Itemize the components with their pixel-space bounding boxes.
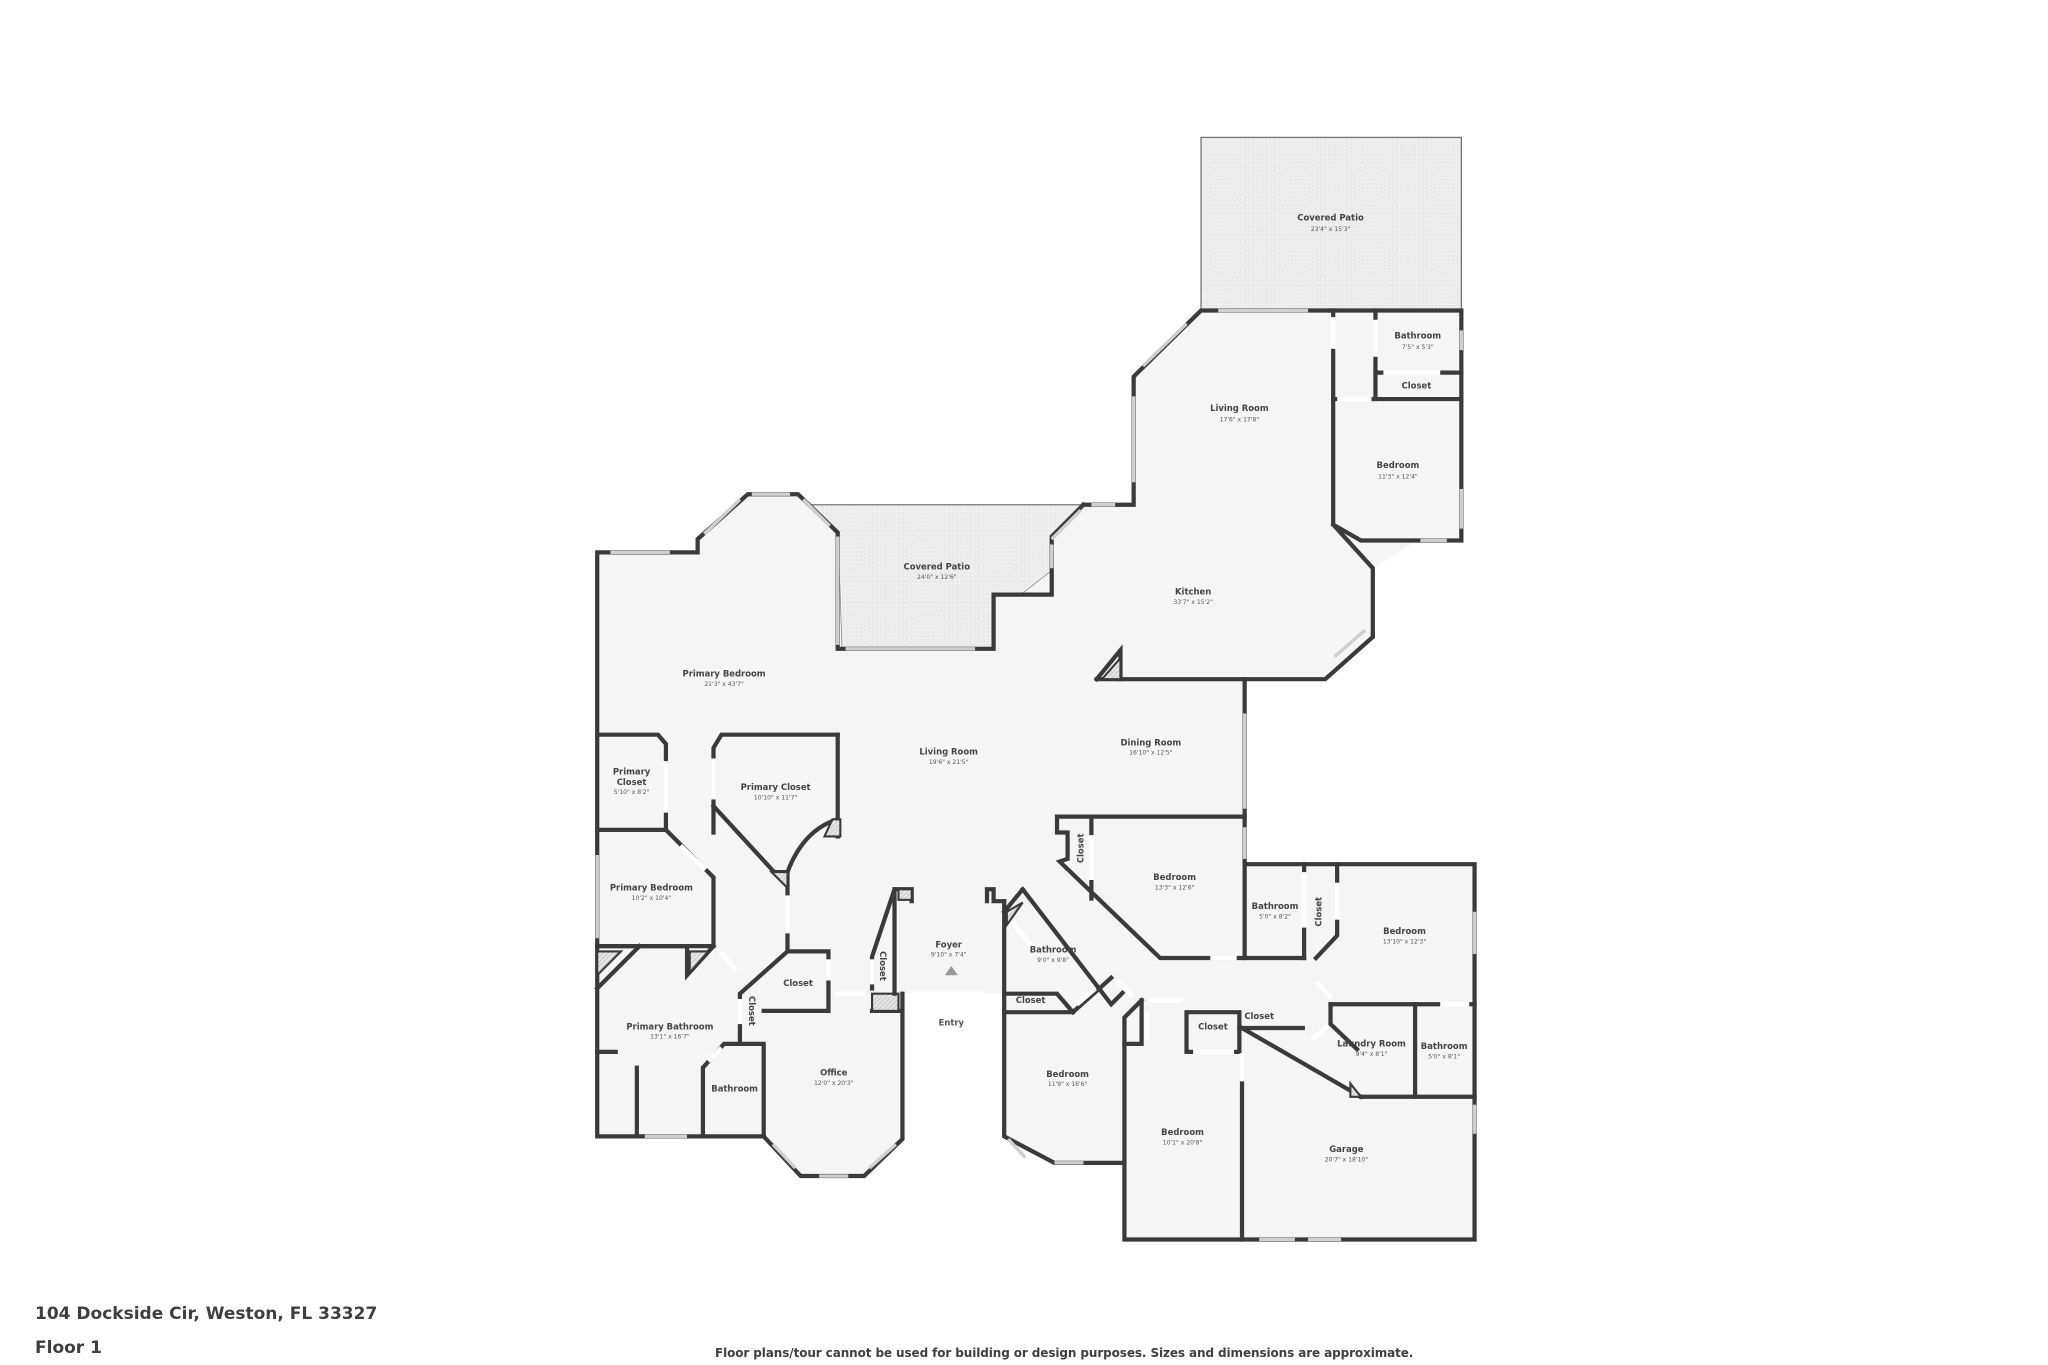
room-dims: 19'6" x 21'5" bbox=[929, 759, 969, 766]
room-dims: 9'10" x 7'4" bbox=[931, 952, 967, 959]
room-label: Primary bbox=[613, 766, 651, 776]
room-label: Closet bbox=[617, 777, 647, 787]
room-label: Bedroom bbox=[1153, 872, 1196, 882]
room-label: Bathroom bbox=[1252, 901, 1299, 911]
ne-bedroom-floor bbox=[1333, 399, 1462, 541]
room-label: Living Room bbox=[1210, 403, 1269, 413]
office-column bbox=[870, 992, 900, 1012]
room-label: Primary Bathroom bbox=[626, 1021, 713, 1031]
room-label: Dining Room bbox=[1121, 737, 1182, 747]
room-label: Bedroom bbox=[1046, 1069, 1089, 1079]
room-dims: 11'3" x 12'4" bbox=[1378, 473, 1418, 480]
floor-label: Floor 1 bbox=[35, 1338, 102, 1358]
room-dims: 5'0" x 8'2" bbox=[1259, 913, 1291, 920]
room-label: Closet bbox=[1016, 995, 1046, 1005]
room-label: Bathroom bbox=[1030, 945, 1077, 955]
room-label: Closet bbox=[878, 951, 888, 981]
room-dims: 20'7" x 18'10" bbox=[1325, 1157, 1369, 1164]
room-dims: 16'10" x 12'5" bbox=[1129, 750, 1173, 757]
room-label: Garage bbox=[1329, 1144, 1364, 1154]
entry-label: Entry bbox=[939, 1017, 965, 1027]
room-dims: 10'2" x 10'4" bbox=[632, 895, 672, 902]
room-label: Bathroom bbox=[1421, 1041, 1468, 1051]
room-dims: 12'0" x 20'3" bbox=[814, 1080, 854, 1087]
room-dims: 7'5" x 5'3" bbox=[1402, 344, 1434, 351]
room-dims: 21'3" x 43'7" bbox=[704, 681, 744, 688]
room-label: Foyer bbox=[935, 939, 962, 949]
covered-patio-north-area bbox=[1200, 136, 1463, 312]
doors bbox=[663, 317, 1470, 1081]
entry-triangle-icon bbox=[944, 965, 958, 976]
room-label: Bedroom bbox=[1383, 926, 1426, 936]
room-label: Living Room bbox=[919, 747, 978, 757]
room-dims: 17'6" x 17'8" bbox=[1220, 417, 1260, 424]
room-dims: 10'10" x 11'7" bbox=[754, 794, 798, 801]
room-label: Closet bbox=[1198, 1021, 1228, 1031]
floor-fills bbox=[597, 136, 1475, 1240]
house-floor bbox=[597, 310, 1475, 1240]
room-label: Bedroom bbox=[1161, 1127, 1204, 1137]
room-label: Bedroom bbox=[1377, 460, 1420, 470]
room-label: Closet bbox=[1402, 380, 1432, 390]
room-dims: 9'4" x 8'1" bbox=[1356, 1051, 1388, 1058]
room-dims: 9'0" x 9'8" bbox=[1037, 957, 1069, 964]
room-label: Primary Bedroom bbox=[610, 883, 693, 893]
room-label: Covered Patio bbox=[904, 562, 971, 572]
room-dims: 10'1" x 20'8" bbox=[1163, 1139, 1203, 1146]
disclaimer: Floor plans/tour cannot be used for buil… bbox=[715, 1346, 1414, 1360]
columns bbox=[596, 655, 1364, 1098]
room-label: Closet bbox=[1244, 1011, 1274, 1021]
room-label: Primary Bedroom bbox=[683, 669, 766, 679]
room-labels: Covered Patio 23'4" x 15'3" Living Room … bbox=[610, 213, 1468, 1164]
room-label: Kitchen bbox=[1175, 587, 1211, 597]
room-dims: 13'3" x 12'6" bbox=[1155, 884, 1195, 891]
room-dims: 33'7" x 15'2" bbox=[1173, 599, 1213, 606]
room-dims: 23'4" x 15'3" bbox=[1311, 226, 1351, 233]
room-label: Closet bbox=[783, 978, 813, 988]
room-dims: 5'10" x 8'2" bbox=[614, 789, 650, 796]
room-dims: 13'1" x 16'7" bbox=[650, 1034, 690, 1041]
room-label: Bathroom bbox=[711, 1083, 758, 1093]
windows bbox=[595, 308, 1477, 1242]
room-label: Closet bbox=[747, 996, 757, 1026]
room-label: Office bbox=[820, 1068, 848, 1078]
room-label: Covered Patio bbox=[1297, 213, 1364, 223]
room-dims: 24'0" x 12'6" bbox=[917, 574, 957, 581]
room-label: Primary Closet bbox=[741, 782, 811, 792]
room-dims: 5'0" x 8'1" bbox=[1428, 1053, 1460, 1060]
property-address: 104 Dockside Cir, Weston, FL 33327 bbox=[35, 1304, 378, 1324]
room-label: Bathroom bbox=[1394, 330, 1441, 340]
room-label: Closet bbox=[1313, 897, 1323, 927]
room-dims: 13'10" x 12'3" bbox=[1383, 938, 1427, 945]
room-dims: 11'9" x 16'6" bbox=[1048, 1081, 1088, 1088]
room-label: Closet bbox=[1075, 833, 1085, 863]
room-label: Laundry Room bbox=[1337, 1039, 1406, 1049]
